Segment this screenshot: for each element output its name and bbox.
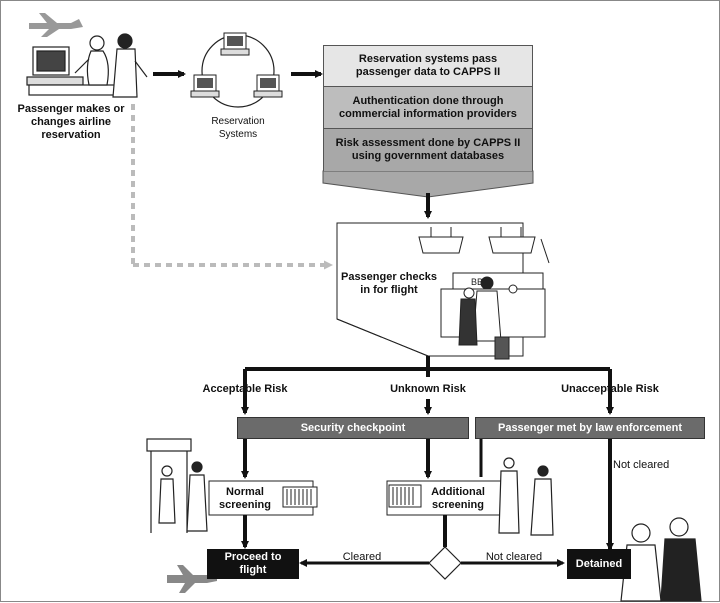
airplane-icon (167, 565, 217, 593)
checkin-label: Passenger checks in for flight (340, 271, 437, 296)
airplane-icon (29, 13, 83, 37)
proceed-to-flight-box: Proceed to flight (207, 549, 299, 579)
law-enforcement-bar: Passenger met by law enforcement (475, 417, 705, 439)
stage-pass-data: Reservation systems pass passenger data … (323, 45, 533, 87)
security-checkpoint-bar: Security checkpoint (237, 417, 469, 439)
reservation-systems-ring (190, 32, 283, 108)
detained-box: Detained (567, 549, 631, 579)
computer-icon (253, 74, 283, 98)
unknown-risk-label: Unknown Risk (390, 383, 466, 395)
decision-diamond (428, 546, 462, 580)
additional-screening-label: Additional screening (431, 486, 485, 511)
officer-icon (186, 461, 208, 532)
metal-detector-icon (146, 438, 192, 533)
reservation-systems-label: Reservation Systems (211, 116, 265, 140)
dashed-flow-arrow (131, 104, 333, 270)
not-cleared-side-label: Not cleared (613, 459, 670, 471)
computer-icon (220, 32, 250, 56)
officer-icon (620, 517, 702, 602)
x-ray-scanner-icon (282, 486, 318, 508)
stage-authentication: Authentication done through commercial i… (323, 87, 533, 129)
normal-screening-label: Normal screening (219, 486, 271, 511)
cleared-label: Cleared (342, 551, 382, 563)
svg-text:BBR: BBR (471, 277, 490, 287)
passenger-at-computer-icon (26, 33, 148, 98)
officer-icon (498, 457, 554, 536)
airport-counter-icon: BBR (418, 227, 550, 360)
x-ray-scanner-icon (388, 484, 422, 508)
computer-icon (190, 74, 220, 98)
acceptable-risk-label: Acceptable Risk (202, 383, 288, 395)
not-cleared-bottom-label: Not cleared (485, 551, 543, 563)
passenger-reservation-label: Passenger makes or changes airline reser… (17, 103, 125, 141)
stage-risk-assessment: Risk assessment done by CAPPS II using g… (323, 129, 533, 171)
unacceptable-risk-label: Unacceptable Risk (561, 383, 659, 395)
